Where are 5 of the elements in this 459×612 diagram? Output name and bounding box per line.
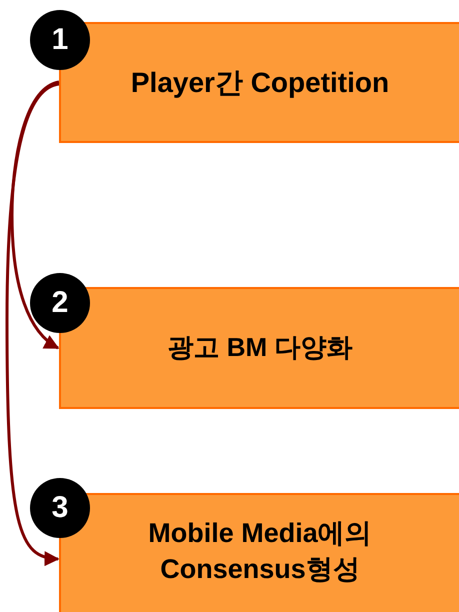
curved-arrow bbox=[6, 82, 60, 566]
number-circle: 1 bbox=[30, 10, 90, 70]
number-circle: 2 bbox=[30, 273, 90, 333]
curved-arrow bbox=[10, 80, 60, 350]
number-circle: 3 bbox=[30, 478, 90, 538]
